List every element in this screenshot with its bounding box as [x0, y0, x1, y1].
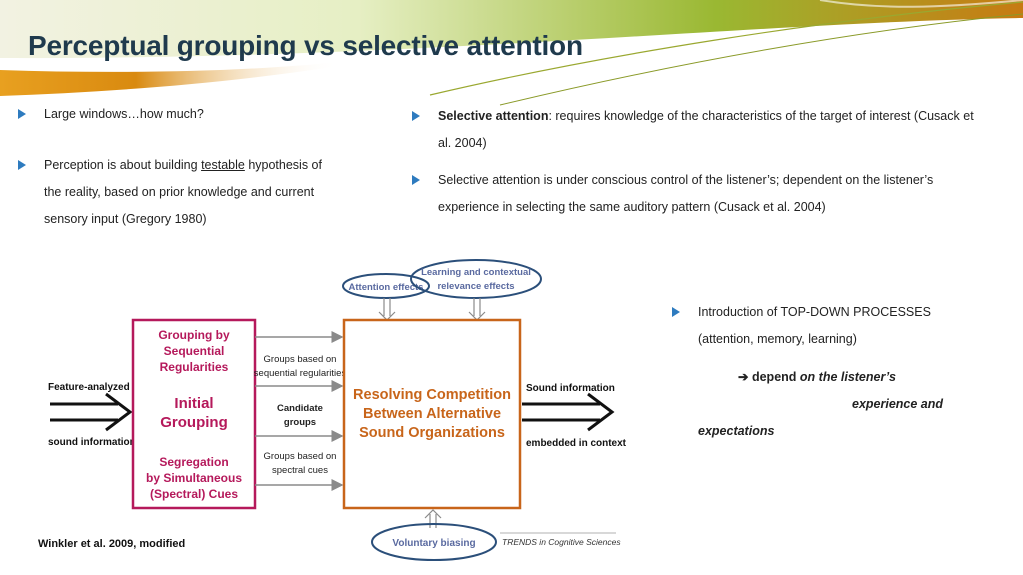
voluntary-biasing-ellipse	[371, 523, 497, 561]
bullet-text-post: hypothesis of the reality, based on prio…	[44, 158, 322, 226]
input-label-2: sound information	[48, 437, 136, 448]
bullet-text-pre: Perception is about building	[44, 158, 202, 172]
candidate-1: Candidate	[277, 403, 323, 414]
groups-seq-1: Groups based on	[264, 354, 337, 365]
depend-line-2: experience and	[852, 397, 944, 411]
bullet-text: Large windows…how much?	[44, 107, 204, 121]
segregation-3: (Spectral) Cues	[150, 487, 238, 501]
grouping-seq-2: Sequential	[164, 344, 225, 358]
right-bullet-1: Selective attention: requires knowledge …	[412, 103, 983, 157]
grouping-seq-3: Regularities	[160, 360, 229, 374]
page-title: Perceptual grouping vs selective attenti…	[28, 30, 583, 61]
down-arrow	[378, 298, 396, 321]
input-arrow	[50, 392, 133, 432]
output-label-1: Sound information	[526, 383, 615, 394]
top-down-bullet: Introduction of TOP-DOWN PROCESSES (atte…	[672, 299, 988, 353]
left-bullet-1: Large windows…how much?	[18, 101, 334, 128]
header-banner	[0, 0, 1023, 106]
initial-grouping-2: Grouping	[160, 414, 228, 431]
bullet-arrow-icon	[412, 111, 420, 121]
figure-caption: Winkler et al. 2009, modified	[38, 538, 186, 550]
learning-effects-ellipse	[410, 259, 542, 299]
depend-text: on the listener’s	[799, 370, 896, 384]
resolving-2: Between Alternative	[363, 406, 501, 422]
groups-spec-1: Groups based on	[264, 451, 337, 462]
attention-effects-label: Attention effects	[349, 282, 424, 293]
grouping-seq-1: Grouping by	[158, 328, 230, 342]
initial-grouping-1: Initial	[174, 395, 213, 412]
bullet-text: : requires knowledge of the characterist…	[438, 109, 974, 150]
segregation-2: by Simultaneous	[146, 471, 242, 485]
input-label-1: Feature-analyzed	[48, 382, 130, 393]
left-bullet-2: Perception is about building testable hy…	[18, 152, 339, 233]
voluntary-biasing-label: Voluntary biasing	[392, 538, 475, 549]
bullet-bold-term: Selective attention	[438, 109, 549, 123]
segregation-1: Segregation	[159, 455, 228, 469]
up-arrow	[424, 509, 442, 528]
bullet-text: Selective attention is under conscious c…	[438, 173, 934, 214]
depend-line-1: ➔ depend on the listener’s	[738, 364, 896, 391]
candidate-2: groups	[284, 417, 316, 428]
right-bullet-2: Selective attention is under conscious c…	[412, 167, 983, 221]
output-arrow	[522, 392, 615, 432]
resolving-3: Sound Organizations	[359, 425, 505, 441]
bullet-arrow-icon	[672, 307, 680, 317]
output-label-2: embedded in context	[526, 438, 627, 449]
bullet-arrow-icon	[18, 160, 26, 170]
bullet-arrow-icon	[18, 109, 26, 119]
groups-seq-2: sequential regularities	[254, 368, 347, 379]
down-arrow	[468, 298, 486, 321]
bullet-text-underlined: testable	[201, 158, 245, 172]
right-arrow-icon: ➔	[738, 370, 749, 384]
depend-line-3: expectations	[698, 424, 775, 438]
resolving-1: Resolving Competition	[353, 387, 511, 403]
bullet-arrow-icon	[412, 175, 420, 185]
initial-grouping-box	[131, 318, 257, 510]
resolving-competition-box	[342, 318, 522, 510]
attention-effects-ellipse	[342, 273, 430, 299]
depend-word: depend	[751, 370, 797, 384]
trends-label: TRENDS in Cognitive Sciences	[502, 537, 621, 547]
learning-label-2: relevance effects	[437, 281, 514, 292]
groups-spec-2: spectral cues	[272, 465, 328, 476]
learning-label-1: Learning and contextual	[421, 267, 531, 278]
bullet-text: Introduction of TOP-DOWN PROCESSES (atte…	[698, 305, 931, 346]
